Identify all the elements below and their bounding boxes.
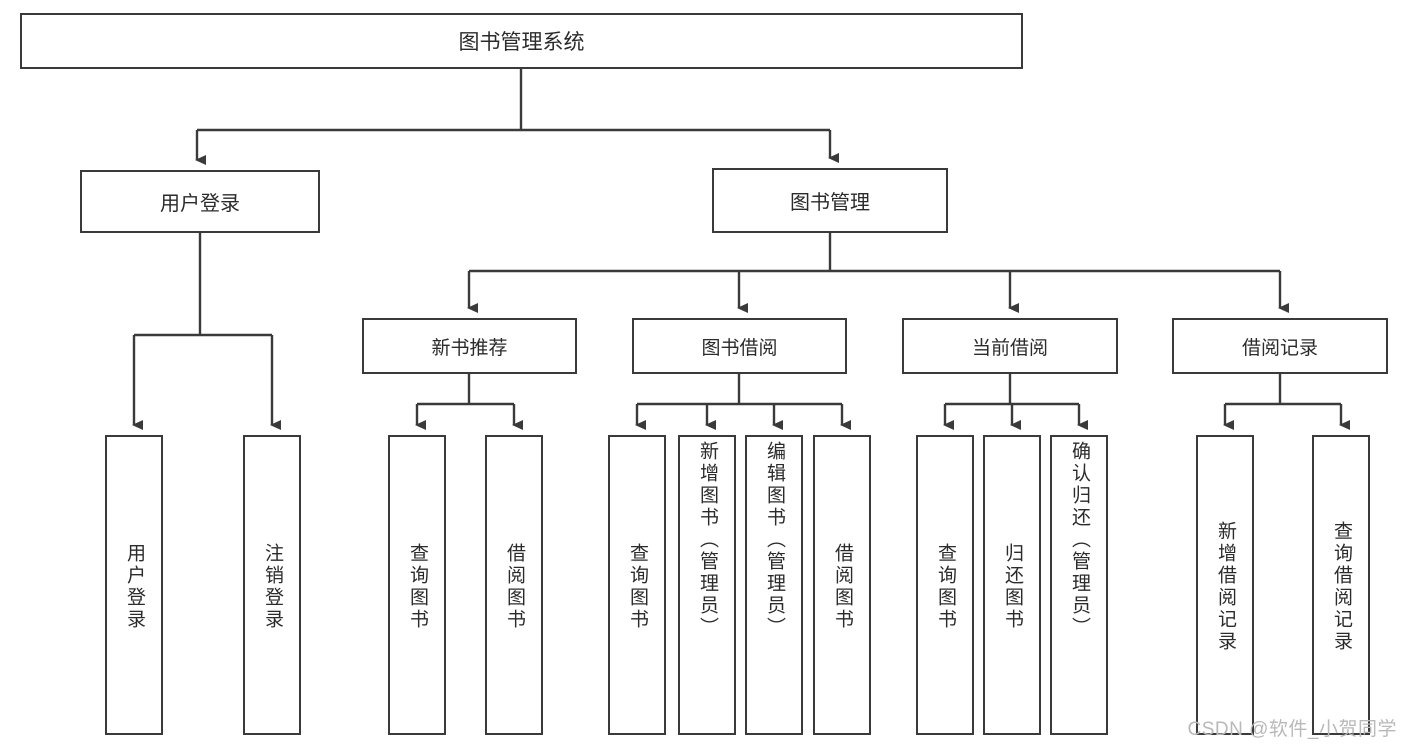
node-leaf-edit-book[interactable]: 编辑图书（管理员） (745, 435, 803, 735)
node-current-borrow-label: 当前借阅 (971, 337, 1048, 359)
node-borrow-record[interactable]: 借阅记录 (1172, 318, 1388, 374)
node-leaf-query-book-3-label: 查询图书 (934, 543, 956, 631)
node-leaf-query-book-2[interactable]: 查询图书 (608, 435, 666, 735)
node-leaf-return-book[interactable]: 归还图书 (983, 435, 1041, 735)
node-root-label: 图书管理系统 (458, 31, 585, 54)
node-leaf-borrow-book-2[interactable]: 借阅图书 (813, 435, 871, 735)
node-leaf-borrow-book-2-label: 借阅图书 (831, 543, 853, 631)
node-new-book-rec-label: 新书推荐 (431, 337, 508, 359)
node-leaf-query-book-1-label: 查询图书 (406, 543, 428, 631)
node-leaf-user-login-label: 用户登录 (123, 543, 145, 631)
node-leaf-user-login[interactable]: 用户登录 (105, 435, 163, 735)
node-leaf-query-record[interactable]: 查询借阅记录 (1312, 435, 1370, 735)
node-root[interactable]: 图书管理系统 (20, 13, 1023, 69)
node-leaf-return-book-label: 归还图书 (1001, 543, 1023, 631)
node-user-login-label: 用户登录 (160, 193, 240, 215)
node-leaf-borrow-book-1-label: 借阅图书 (503, 543, 525, 631)
node-new-book-rec[interactable]: 新书推荐 (362, 318, 577, 374)
node-leaf-add-book-label: 新增图书（管理员） (696, 441, 718, 639)
node-leaf-borrow-book-1[interactable]: 借阅图书 (485, 435, 543, 735)
node-leaf-add-record-label: 新增借阅记录 (1214, 521, 1236, 653)
node-leaf-query-book-3[interactable]: 查询图书 (916, 435, 974, 735)
node-leaf-logout-label: 注销登录 (261, 543, 283, 631)
node-current-borrow[interactable]: 当前借阅 (902, 318, 1118, 374)
node-leaf-confirm-return-label: 确认归还（管理员） (1068, 441, 1090, 639)
node-leaf-query-record-label: 查询借阅记录 (1330, 521, 1352, 653)
node-book-borrow-label: 图书借阅 (701, 337, 778, 359)
node-leaf-query-book-1[interactable]: 查询图书 (388, 435, 446, 735)
node-book-manage-label: 图书管理 (790, 192, 870, 214)
node-leaf-logout[interactable]: 注销登录 (243, 435, 301, 735)
node-leaf-edit-book-label: 编辑图书（管理员） (763, 441, 785, 639)
node-leaf-query-book-2-label: 查询图书 (626, 543, 648, 631)
watermark: CSDN @软件_小贺同学 (1187, 719, 1397, 740)
node-leaf-add-record[interactable]: 新增借阅记录 (1196, 435, 1254, 735)
node-user-login[interactable]: 用户登录 (80, 170, 320, 233)
node-borrow-record-label: 借阅记录 (1241, 337, 1318, 359)
node-book-borrow[interactable]: 图书借阅 (632, 318, 847, 374)
node-leaf-add-book[interactable]: 新增图书（管理员） (678, 435, 736, 735)
node-book-manage[interactable]: 图书管理 (712, 168, 948, 233)
node-leaf-confirm-return[interactable]: 确认归还（管理员） (1050, 435, 1108, 735)
